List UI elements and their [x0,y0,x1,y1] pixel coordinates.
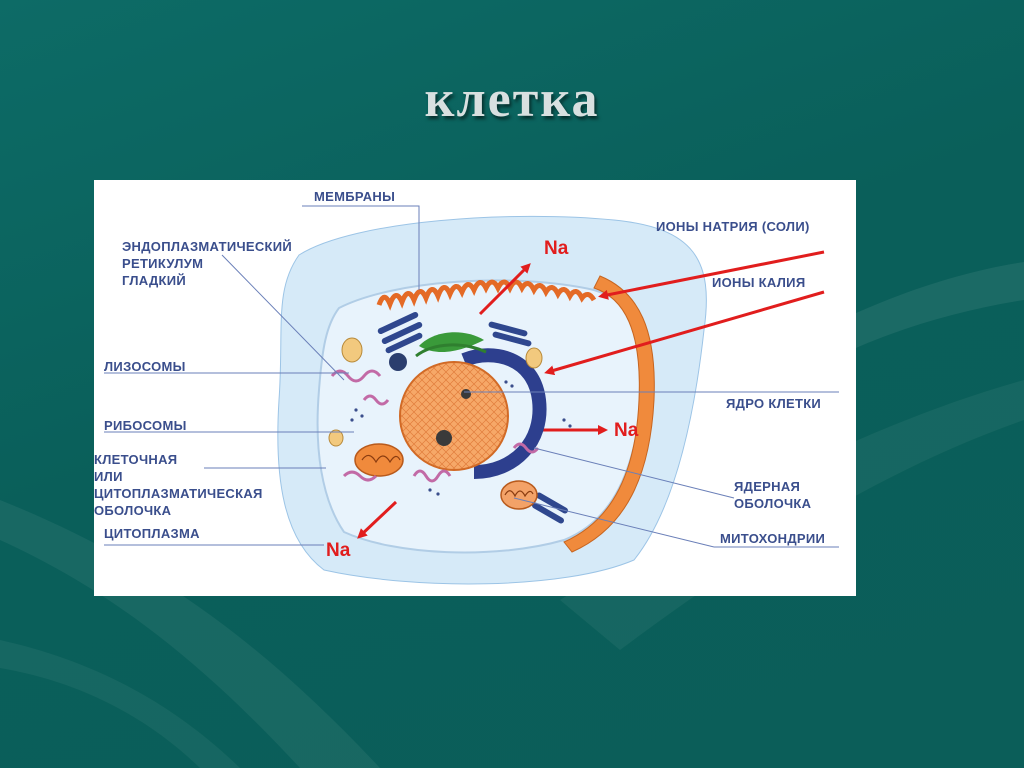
nuclear-envelope [461,348,547,479]
rough-er [377,311,568,524]
smooth-er [330,369,540,483]
cell-diagram [104,205,839,585]
label-cell-membrane-line1: КЛЕТОЧНАЯ [94,452,178,467]
label-sodium-ions: ИОНЫ НАТРИЯ (СОЛИ) [656,219,810,234]
ion-na-right: Na [614,420,639,441]
label-cell-membrane-line2: ИЛИ [94,469,123,484]
label-leader-lines [104,205,839,548]
label-lysosomes: ЛИЗОСОМЫ [104,359,186,374]
slide-title: клетка [424,71,600,128]
arrow-na-out-top [478,263,531,316]
label-er-line1: ЭНДОПЛАЗМАТИЧЕСКИЙ [122,239,293,254]
label-nuclear-envelope-line2: ОБОЛОЧКА [734,496,812,511]
label-cytoplasm: ЦИТОПЛАЗМА [104,526,200,541]
membrane-villi [376,279,597,311]
label-nuclear-envelope-line1: ЯДЕРНАЯ [734,479,801,494]
lysosome-2 [525,347,543,369]
cell-membrane-orange [563,275,655,553]
label-ribosomes: РИБОСОМЫ [104,418,187,433]
arrow-sodium-in [598,250,825,300]
mitochondrion-left [354,443,404,477]
nucleolus-small [461,389,471,399]
ion-na-bottom: Na [326,540,351,561]
label-nucleus: ЯДРО КЛЕТКИ [726,396,822,411]
label-mitochondria: МИТОХОНДРИИ [720,531,826,546]
vacuole [389,353,407,371]
label-cell-membrane-line3: ЦИТОПЛАЗМАТИЧЕСКАЯ [94,486,263,501]
label-er-line3: ГЛАДКИЙ [122,273,187,288]
label-potassium-ions: ИОНЫ КАЛИЯ [712,275,806,290]
label-membranes: МЕМБРАНЫ [314,189,396,204]
lysosome-1 [341,337,363,363]
arrow-na-out-bottom [357,500,398,539]
ion-na-top: Na [544,238,569,259]
lysosome-3 [328,429,344,447]
nucleus [399,361,509,471]
label-er-line2: РЕТИКУЛУМ [122,256,204,271]
ribosomes [350,380,572,496]
nucleolus [436,430,452,446]
label-cell-membrane-line4: ОБОЛОЧКА [94,503,172,518]
mitochondrion-right [500,480,538,510]
cell-diagram-panel: МЕМБРАНЫ ЭНДОПЛАЗМАТИЧЕСКИЙ РЕТИКУЛУМ ГЛ… [94,180,856,596]
arrow-potassium [544,290,825,376]
